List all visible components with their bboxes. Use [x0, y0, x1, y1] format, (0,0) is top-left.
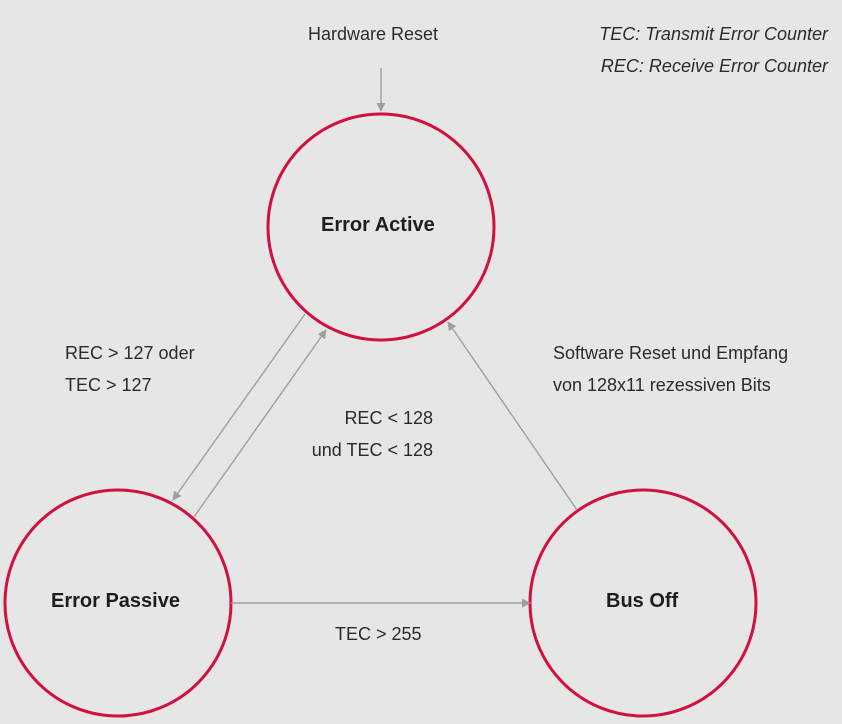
bus-off-label: Bus Off [606, 590, 679, 612]
passive-to-active-label-2: und TEC < 128 [311, 440, 433, 460]
legend-rec: REC: Receive Error Counter [600, 56, 828, 76]
passive-to-busoff-label: TEC > 255 [335, 624, 422, 644]
busoff-to-active-arrow [447, 321, 578, 511]
error-active-label: Error Active [321, 214, 435, 236]
busoff-to-active-label-1: Software Reset und Empfang [553, 343, 789, 363]
legend-tec: TEC: Transmit Error Counter [599, 24, 828, 44]
busoff-to-active-label-2: von 128x11 rezessiven Bits [553, 375, 771, 395]
active-to-passive-label-1: REC > 127 oder [65, 343, 195, 363]
active-to-passive-arrow [172, 313, 306, 501]
passive-to-active-label-1: REC < 128 [344, 408, 433, 428]
error-passive-label: Error Passive [51, 590, 180, 612]
error-active-state [266, 112, 496, 342]
passive-to-active-arrow [193, 329, 327, 518]
hardware-reset-label: Hardware Reset [308, 24, 439, 44]
active-to-passive-label-2: TEC > 127 [65, 375, 152, 395]
